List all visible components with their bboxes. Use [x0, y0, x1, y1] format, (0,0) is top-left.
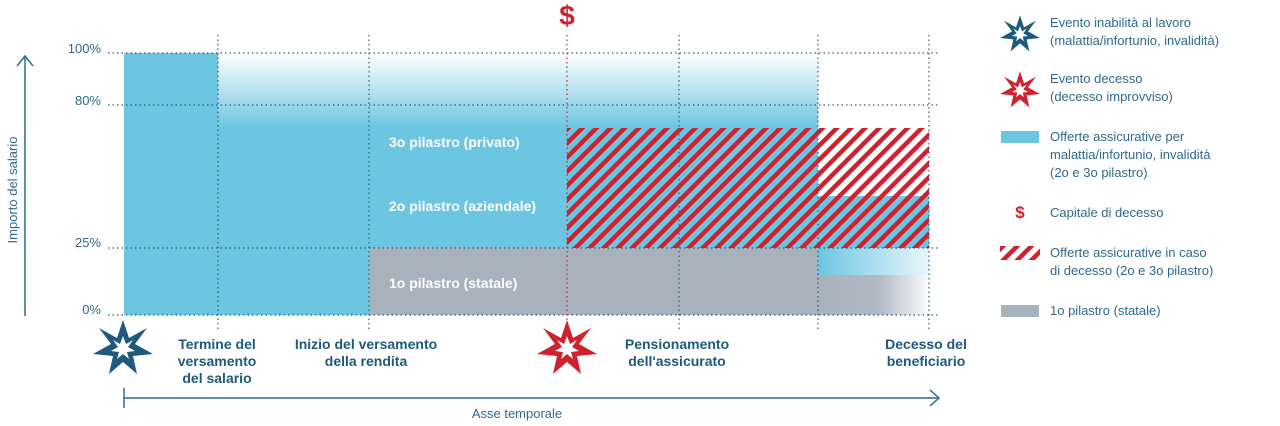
blue-star-icon [990, 14, 1050, 54]
label-pillar1: 1o pilastro (statale) [389, 275, 517, 291]
y-axis-label: Importo del salario [5, 137, 20, 244]
death-star-icon [537, 320, 597, 374]
post-death-blue-strip [818, 248, 929, 275]
y-tick-0: 0% [82, 302, 101, 317]
y-tick-25: 25% [75, 235, 101, 250]
legend-item-pillar1: 1o pilastro (statale) [990, 302, 1280, 320]
legend-item-disability: Evento inabilità al lavoro(malattia/info… [990, 14, 1280, 54]
blue-bar-icon [990, 128, 1050, 143]
legend-text: Capitale di decesso [1050, 205, 1164, 220]
hatch-area-main [567, 128, 818, 248]
gridlines [108, 52, 940, 316]
milestone-line: del salario [182, 370, 251, 386]
grey-pillar1-area [369, 248, 818, 315]
y-tick-80: 80% [75, 93, 101, 108]
fade-top-band [218, 53, 818, 128]
post-death-grey-strip [818, 275, 929, 315]
chart-regions [124, 53, 929, 315]
disability-star-icon [93, 320, 153, 374]
legend-text: 1o pilastro (statale) [1050, 303, 1161, 318]
dollar-marker: $ [559, 0, 575, 31]
salary-bar [124, 53, 218, 315]
legend-text: Evento decesso(decesso improvviso) [1050, 71, 1173, 104]
legend: Evento inabilità al lavoro(malattia/info… [990, 0, 1280, 426]
red-star-icon [990, 70, 1050, 110]
legend-text: Evento inabilità al lavoro(malattia/info… [1050, 15, 1220, 48]
milestone-line: Inizio del versamento [295, 336, 437, 352]
x-axis [123, 388, 941, 408]
milestone-line: dell'assicurato [628, 353, 725, 369]
red-hatch-icon [990, 244, 1050, 260]
legend-item-death-capital: $ Capitale di decesso [990, 204, 1280, 222]
y-tick-100: 100% [68, 41, 102, 56]
legend-item-death: Evento decesso(decesso improvviso) [990, 70, 1280, 110]
dollar-icon: $ [1015, 203, 1025, 222]
hatch-area-after-death [818, 128, 929, 248]
milestone-line: beneficiario [887, 353, 966, 369]
milestone-line: della rendita [325, 353, 408, 369]
milestone-line: versamento [178, 353, 257, 369]
milestone-line: Decesso del [885, 336, 967, 352]
x-axis-label: Asse temporale [472, 406, 562, 421]
milestone-line: Pensionamento [625, 336, 729, 352]
y-axis: Importo del salario [5, 54, 34, 316]
label-pillar2: 2o pilastro (aziendale) [389, 198, 536, 214]
milestone-line: Termine del [178, 336, 256, 352]
label-pillar3: 3o pilastro (privato) [389, 134, 520, 150]
grey-bar-icon [990, 302, 1050, 317]
